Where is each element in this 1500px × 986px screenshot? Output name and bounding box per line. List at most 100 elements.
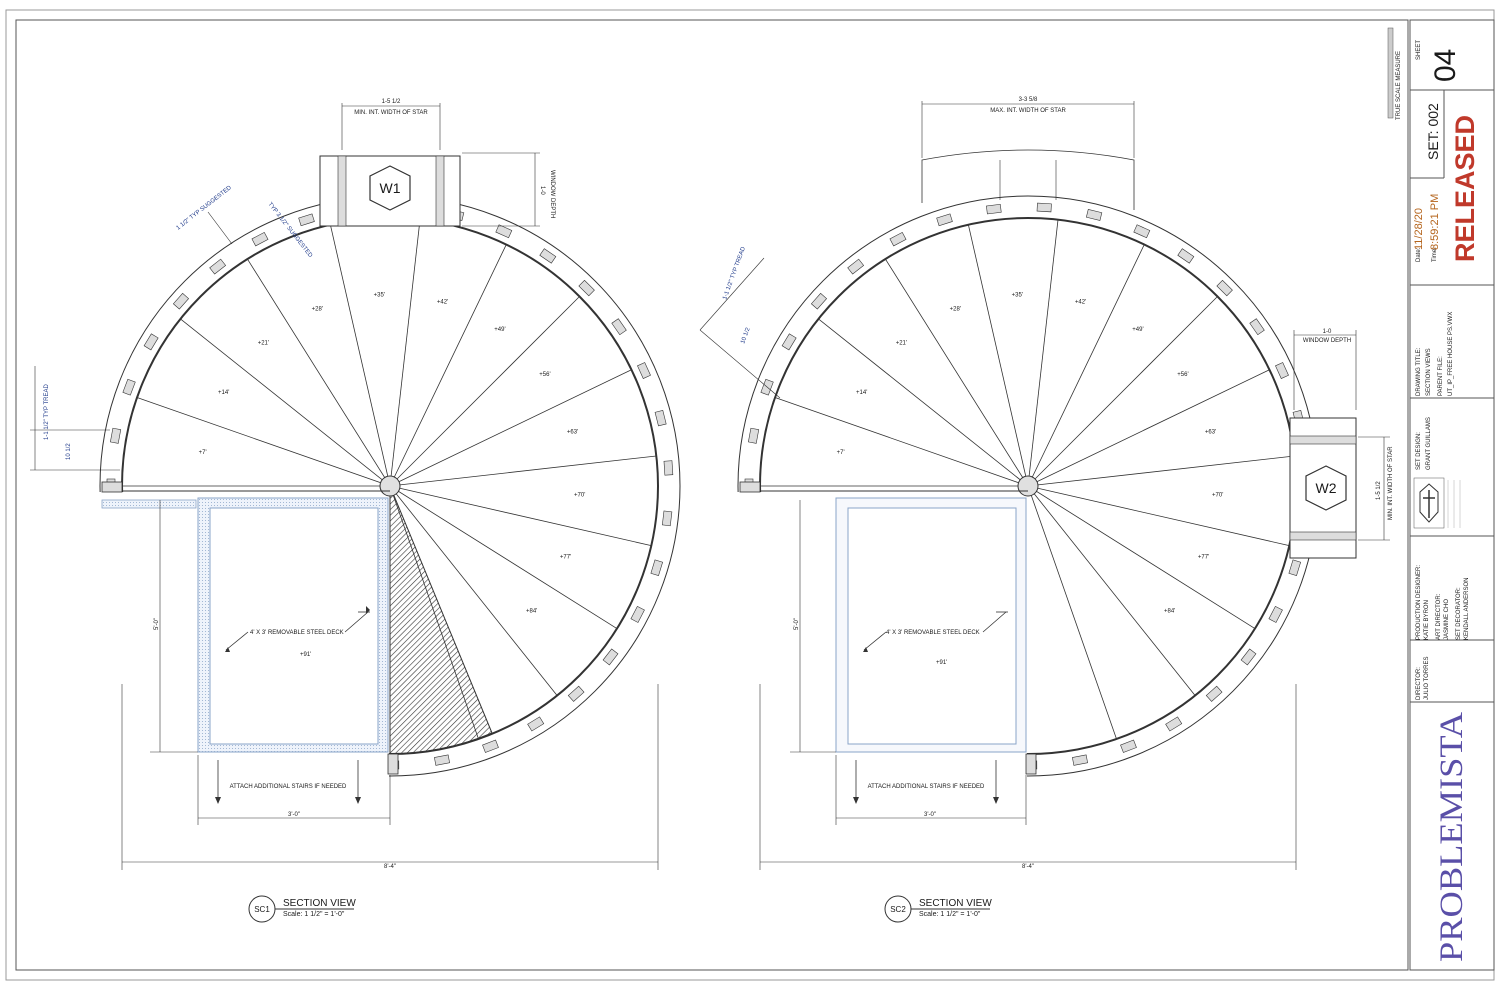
section-title: SECTION VIEW <box>283 898 356 909</box>
tread-elevation: +84' <box>1164 609 1175 615</box>
deck-label: 4' X 3' REMOVABLE STEEL DECK <box>886 630 980 636</box>
tread-lines <box>122 219 657 740</box>
baluster <box>650 559 664 576</box>
baluster <box>1249 318 1265 336</box>
section-tag-label: SC1 <box>254 905 270 914</box>
tread-edge <box>1027 244 1145 487</box>
deck-label: 4' X 3' REMOVABLE STEEL DECK <box>250 630 344 636</box>
parent-file-label: PARENT FILE: <box>1438 356 1444 396</box>
window-tag <box>1305 465 1347 511</box>
baluster <box>1120 739 1137 753</box>
baluster <box>654 410 667 427</box>
drawing-title-value: SECTION VIEWS <box>1426 348 1432 396</box>
tread-elevation: +56' <box>539 372 550 378</box>
tread-edge <box>774 397 1029 487</box>
baluster <box>527 716 545 732</box>
tread-elevation: +49' <box>1132 327 1143 333</box>
top-dim-value: 1-5 1/2 <box>382 99 401 105</box>
typ-suggested-a: 1 1/2" TYP SUGGESTED <box>176 185 234 232</box>
tread-dim-b: 10 1/2 <box>740 326 752 344</box>
tread-elevation: +42' <box>437 299 448 305</box>
section-view-sc1: +7'+14'+21'+28'+35'+42'+49'+56'+63'+70'+… <box>30 99 681 923</box>
art-director-label: ART DIRECTOR: <box>1436 593 1442 640</box>
tread-elevation: +77' <box>560 555 571 561</box>
tread-elevation: +7' <box>199 450 207 456</box>
baluster <box>495 224 513 239</box>
production-logo: PROBLEMISTA <box>1434 712 1470 962</box>
set-design-value: GRANT GUILLAMS <box>1426 417 1432 470</box>
side-dim-text: MIN. INT. WIDTH OF STAR <box>1388 446 1394 520</box>
tread-elevation: +77' <box>1198 555 1209 561</box>
attach-note: ATTACH ADDITIONAL STAIRS IF NEEDED <box>868 784 985 790</box>
tread-edge <box>885 258 1029 487</box>
baluster <box>1072 754 1088 766</box>
window-depth-text: WINDOW DEPTH <box>1303 338 1351 344</box>
tread-dim-a: 1-1 1/2" TYP TREAD <box>44 384 50 440</box>
baluster <box>936 213 953 227</box>
window-tag <box>369 165 411 211</box>
rail-stub <box>739 481 761 493</box>
baluster <box>434 754 450 766</box>
top-dim-text: MAX. INT. WIDTH OF STAR <box>990 108 1066 114</box>
tread-edge <box>180 318 391 487</box>
tread-dim-a: 1-1 1/2" TYP TREAD <box>722 246 747 301</box>
baluster <box>298 213 315 227</box>
baluster <box>1288 559 1302 576</box>
status-stamp: RELEASED <box>1450 115 1480 262</box>
tread-edge <box>389 296 580 487</box>
tread-elevation: +21' <box>258 340 269 346</box>
sheet-label: SHEET <box>1416 40 1422 60</box>
tread-lines <box>760 219 1295 740</box>
tread-edge <box>389 485 558 696</box>
union-logo <box>1413 477 1461 529</box>
baluster <box>1177 248 1195 264</box>
window-frame-top <box>921 149 1135 210</box>
tread-elevation: +35' <box>374 292 385 298</box>
baluster <box>1205 685 1223 702</box>
tread-edge <box>1027 369 1270 487</box>
window-depth-text: WINDOW DEPTH <box>549 170 555 218</box>
tread-edge <box>389 244 507 487</box>
baluster <box>637 362 651 379</box>
time-label: Time: <box>1432 247 1438 262</box>
baluster <box>986 203 1002 215</box>
tread-edge <box>389 485 618 629</box>
tread-edge <box>1027 455 1295 487</box>
sheet-number: 04 <box>1429 49 1462 82</box>
tread-edge <box>389 369 632 487</box>
side-dim-value: 1-5 1/2 <box>1376 481 1382 500</box>
baluster <box>1216 279 1233 297</box>
section-tag-label: SC2 <box>890 905 906 914</box>
center-pole <box>379 475 401 497</box>
time-value: 8:59:21 PM <box>1429 194 1441 250</box>
baluster <box>810 292 828 310</box>
scale-bar <box>1387 27 1394 119</box>
balusters <box>744 202 1312 770</box>
tread-elevation: +63' <box>1205 429 1216 435</box>
tread-labels: +7'+14'+21'+28'+35'+42'+49'+56'+63'+70'+… <box>837 292 1224 614</box>
baluster <box>110 427 122 444</box>
attach-note: ATTACH ADDITIONAL STAIRS IF NEEDED <box>230 784 347 790</box>
baluster <box>1036 202 1052 213</box>
baluster <box>567 685 585 702</box>
top-dim-value: 3-3 5/8 <box>1019 97 1038 103</box>
tread-edge <box>967 224 1029 487</box>
tread-elevation: +35' <box>1012 292 1023 298</box>
title-block: TRUE SCALE MEASURE SHEET 04 SET: 002 REL… <box>1387 19 1495 971</box>
top-dim-text: MIN. INT. WIDTH OF STAR <box>354 110 428 116</box>
tread-edge <box>329 224 391 487</box>
baluster <box>630 605 645 623</box>
baluster <box>1133 224 1151 239</box>
tread-elevation: +21' <box>896 340 907 346</box>
deck-inner <box>847 507 1017 745</box>
deck-inner <box>209 507 379 745</box>
tread-elevation: +49' <box>494 327 505 333</box>
tread-elevation: +70' <box>574 493 585 499</box>
tread-edge <box>1027 485 1290 547</box>
tread-edge <box>1027 485 1117 740</box>
window-tag-label: W1 <box>380 180 401 196</box>
section-scale: Scale: 1 1/2" = 1'-0" <box>283 911 345 918</box>
art-director-value: JASMINE CHO <box>1444 599 1450 640</box>
baluster <box>661 510 673 527</box>
deck-width-dim: 3'-0" <box>288 812 300 818</box>
